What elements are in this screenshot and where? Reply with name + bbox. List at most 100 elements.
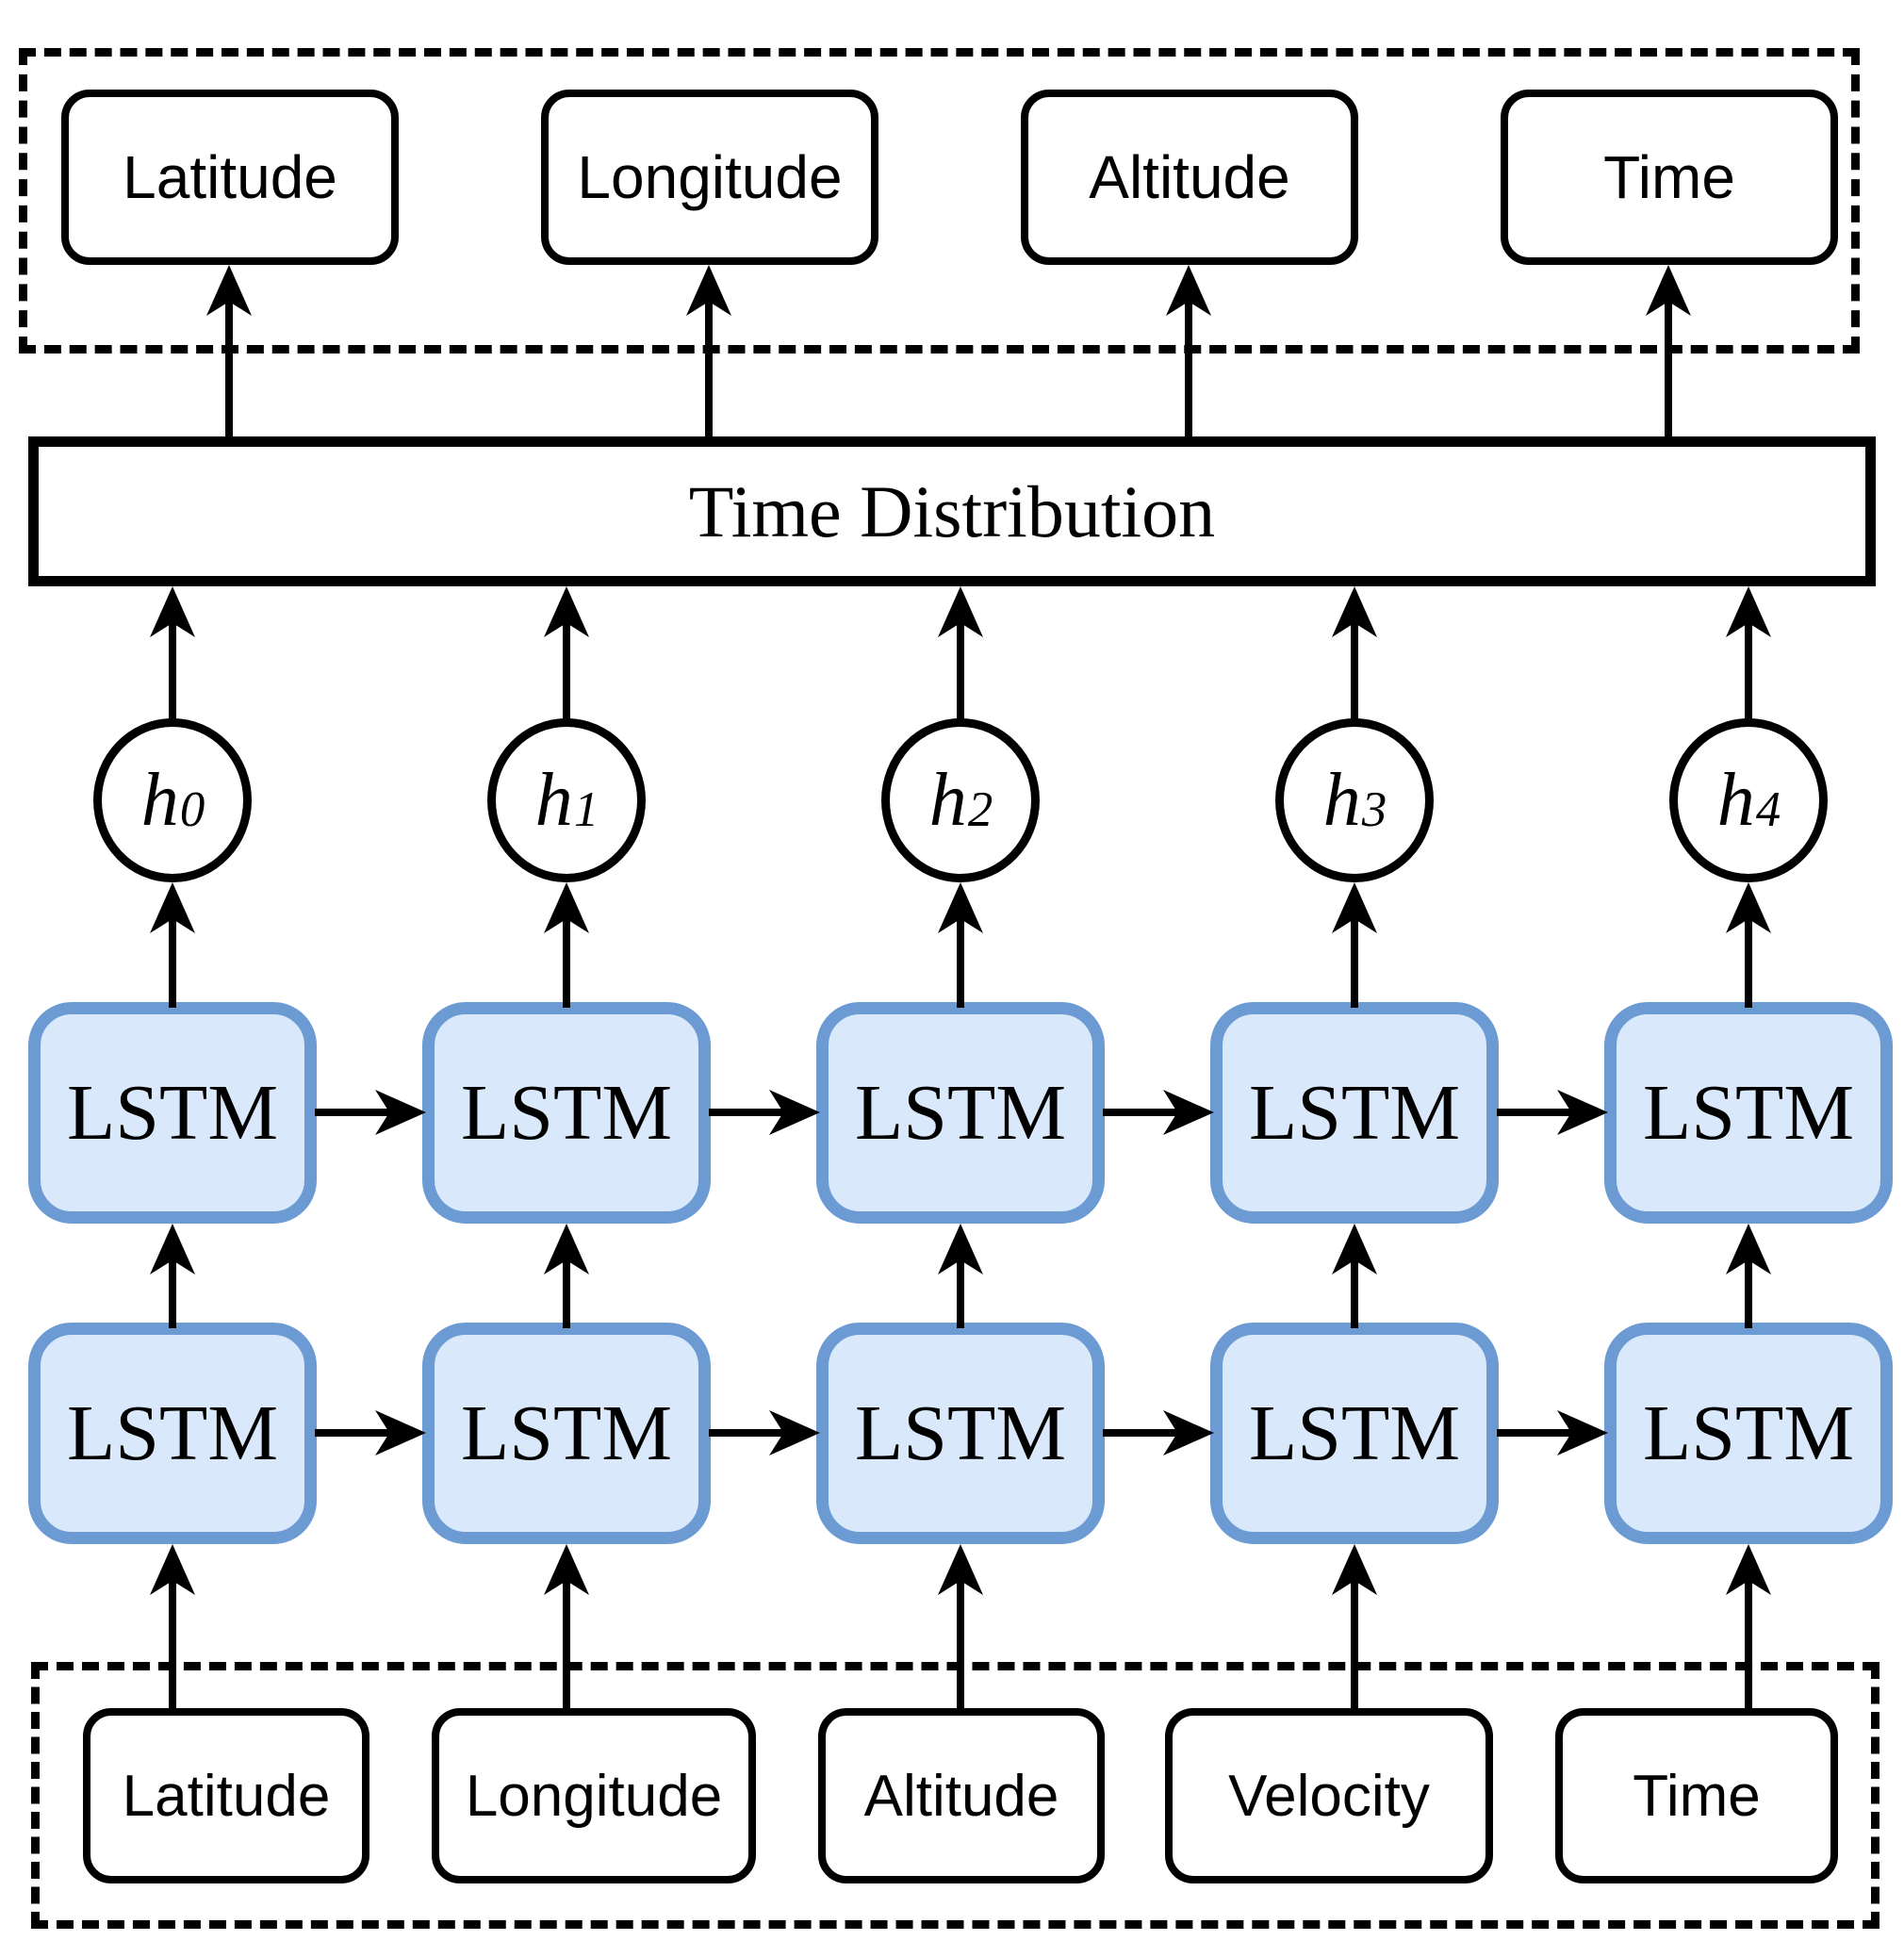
arrow-input-3-to-lstm2-3 — [1332, 1544, 1377, 1714]
time-distribution-bar: Time Distribution — [28, 436, 1876, 586]
arrow-shaft — [1745, 622, 1752, 724]
input-box-altitude-label: Altitude — [863, 1763, 1059, 1829]
lstm-row1-cell-1: LSTM — [422, 1002, 711, 1224]
arrow-shaft — [563, 1259, 570, 1328]
arrow-shaft — [563, 1580, 570, 1714]
arrow-shaft — [1185, 301, 1192, 443]
arrow-shaft — [709, 1429, 784, 1437]
input-box-altitude: Altitude — [818, 1708, 1105, 1883]
lstm-label: LSTM — [1248, 1390, 1461, 1477]
input-box-velocity-label: Velocity — [1228, 1763, 1430, 1829]
arrow-lstm2-4-to-lstm1-4 — [1726, 1224, 1771, 1328]
hidden-state-h3-label: h — [1322, 758, 1361, 842]
arrow-shaft — [1351, 918, 1358, 1008]
arrow-lstm1-1-to-h1 — [544, 882, 589, 1008]
hidden-state-h2-label: h — [928, 758, 967, 842]
lstm-row1-cell-4: LSTM — [1604, 1002, 1893, 1224]
arrow-input-2-to-lstm2-2 — [938, 1544, 983, 1714]
arrow-shaft — [315, 1429, 390, 1437]
arrow-shaft — [1103, 1429, 1178, 1437]
arrow-lstm2-1-to-2 — [709, 1410, 820, 1455]
arrow-lstm1-3-to-4 — [1497, 1090, 1608, 1135]
hidden-state-h1-label: h — [534, 758, 573, 842]
output-box-time-label: Time — [1603, 143, 1735, 211]
arrow-lstm2-0-to-1 — [315, 1410, 426, 1455]
arrow-input-0-to-lstm2-0 — [150, 1544, 195, 1714]
input-box-latitude: Latitude — [83, 1708, 369, 1883]
lstm-row2-cell-4: LSTM — [1604, 1323, 1893, 1544]
arrow-shaft — [1103, 1109, 1178, 1116]
arrow-shaft — [1351, 622, 1358, 724]
arrow-shaft — [1497, 1429, 1572, 1437]
arrow-lstm1-0-to-h0 — [150, 882, 195, 1008]
arrow-h1-to-bar — [544, 586, 589, 724]
lstm-label: LSTM — [854, 1390, 1067, 1477]
arrow-shaft — [957, 1580, 964, 1714]
output-box-latitude: Latitude — [61, 90, 399, 265]
input-box-time: Time — [1555, 1708, 1838, 1883]
arrow-lstm2-2-to-3 — [1103, 1410, 1214, 1455]
input-dashed-container — [31, 1662, 1879, 1929]
lstm-label: LSTM — [1248, 1069, 1461, 1157]
arrow-lstm2-3-to-4 — [1497, 1410, 1608, 1455]
output-box-longitude-label: Longitude — [577, 143, 843, 211]
lstm-row2-cell-1: LSTM — [422, 1323, 711, 1544]
arrow-lstm1-1-to-2 — [709, 1090, 820, 1135]
lstm-row2-cell-0: LSTM — [28, 1323, 317, 1544]
arrow-shaft — [169, 918, 176, 1008]
arrow-shaft — [1351, 1259, 1358, 1328]
arrow-shaft — [1745, 1259, 1752, 1328]
lstm-label: LSTM — [66, 1069, 279, 1157]
arrow-shaft — [1665, 301, 1672, 443]
lstm-row1-cell-3: LSTM — [1210, 1002, 1499, 1224]
arrow-shaft — [957, 1259, 964, 1328]
arrow-shaft — [709, 1109, 784, 1116]
input-box-time-label: Time — [1633, 1763, 1761, 1829]
arrow-input-4-to-lstm2-4 — [1726, 1544, 1771, 1714]
input-box-longitude: Longitude — [432, 1708, 756, 1883]
output-box-latitude-label: Latitude — [123, 143, 337, 211]
arrow-lstm2-0-to-lstm1-0 — [150, 1224, 195, 1328]
arrow-lstm1-3-to-h3 — [1332, 882, 1377, 1008]
arrow-shaft — [563, 918, 570, 1008]
arrow-shaft — [225, 301, 233, 443]
arrow-h4-to-bar — [1726, 586, 1771, 724]
arrow-shaft — [169, 1580, 176, 1714]
output-box-time: Time — [1501, 90, 1838, 265]
arrow-lstm1-0-to-1 — [315, 1090, 426, 1135]
output-box-altitude-label: Altitude — [1089, 143, 1290, 211]
arrow-input-1-to-lstm2-1 — [544, 1544, 589, 1714]
lstm-row2-cell-2: LSTM — [816, 1323, 1105, 1544]
input-box-longitude-label: Longitude — [465, 1763, 723, 1829]
lstm-row1-cell-2: LSTM — [816, 1002, 1105, 1224]
lstm-label: LSTM — [460, 1069, 673, 1157]
arrow-lstm2-1-to-lstm1-1 — [544, 1224, 589, 1328]
arrow-lstm1-4-to-h4 — [1726, 882, 1771, 1008]
arrow-bar-to-output-0 — [206, 265, 252, 443]
lstm-label: LSTM — [460, 1390, 673, 1477]
arrow-shaft — [1745, 1580, 1752, 1714]
arrow-shaft — [1351, 1580, 1358, 1714]
output-dashed-container — [19, 48, 1860, 354]
arrow-shaft — [705, 301, 713, 443]
lstm-row2-cell-3: LSTM — [1210, 1323, 1499, 1544]
arrow-shaft — [169, 1259, 176, 1328]
lstm-label: LSTM — [854, 1069, 1067, 1157]
arrow-shaft — [169, 622, 176, 724]
lstm-label: LSTM — [1642, 1390, 1855, 1477]
arrow-h3-to-bar — [1332, 586, 1377, 724]
arrow-h0-to-bar — [150, 586, 195, 724]
output-box-longitude: Longitude — [541, 90, 878, 265]
lstm-label: LSTM — [66, 1390, 279, 1477]
arrow-lstm1-2-to-3 — [1103, 1090, 1214, 1135]
arrow-shaft — [957, 622, 964, 724]
arrow-shaft — [563, 622, 570, 724]
arrow-bar-to-output-2 — [1166, 265, 1211, 443]
arrow-shaft — [1497, 1109, 1572, 1116]
